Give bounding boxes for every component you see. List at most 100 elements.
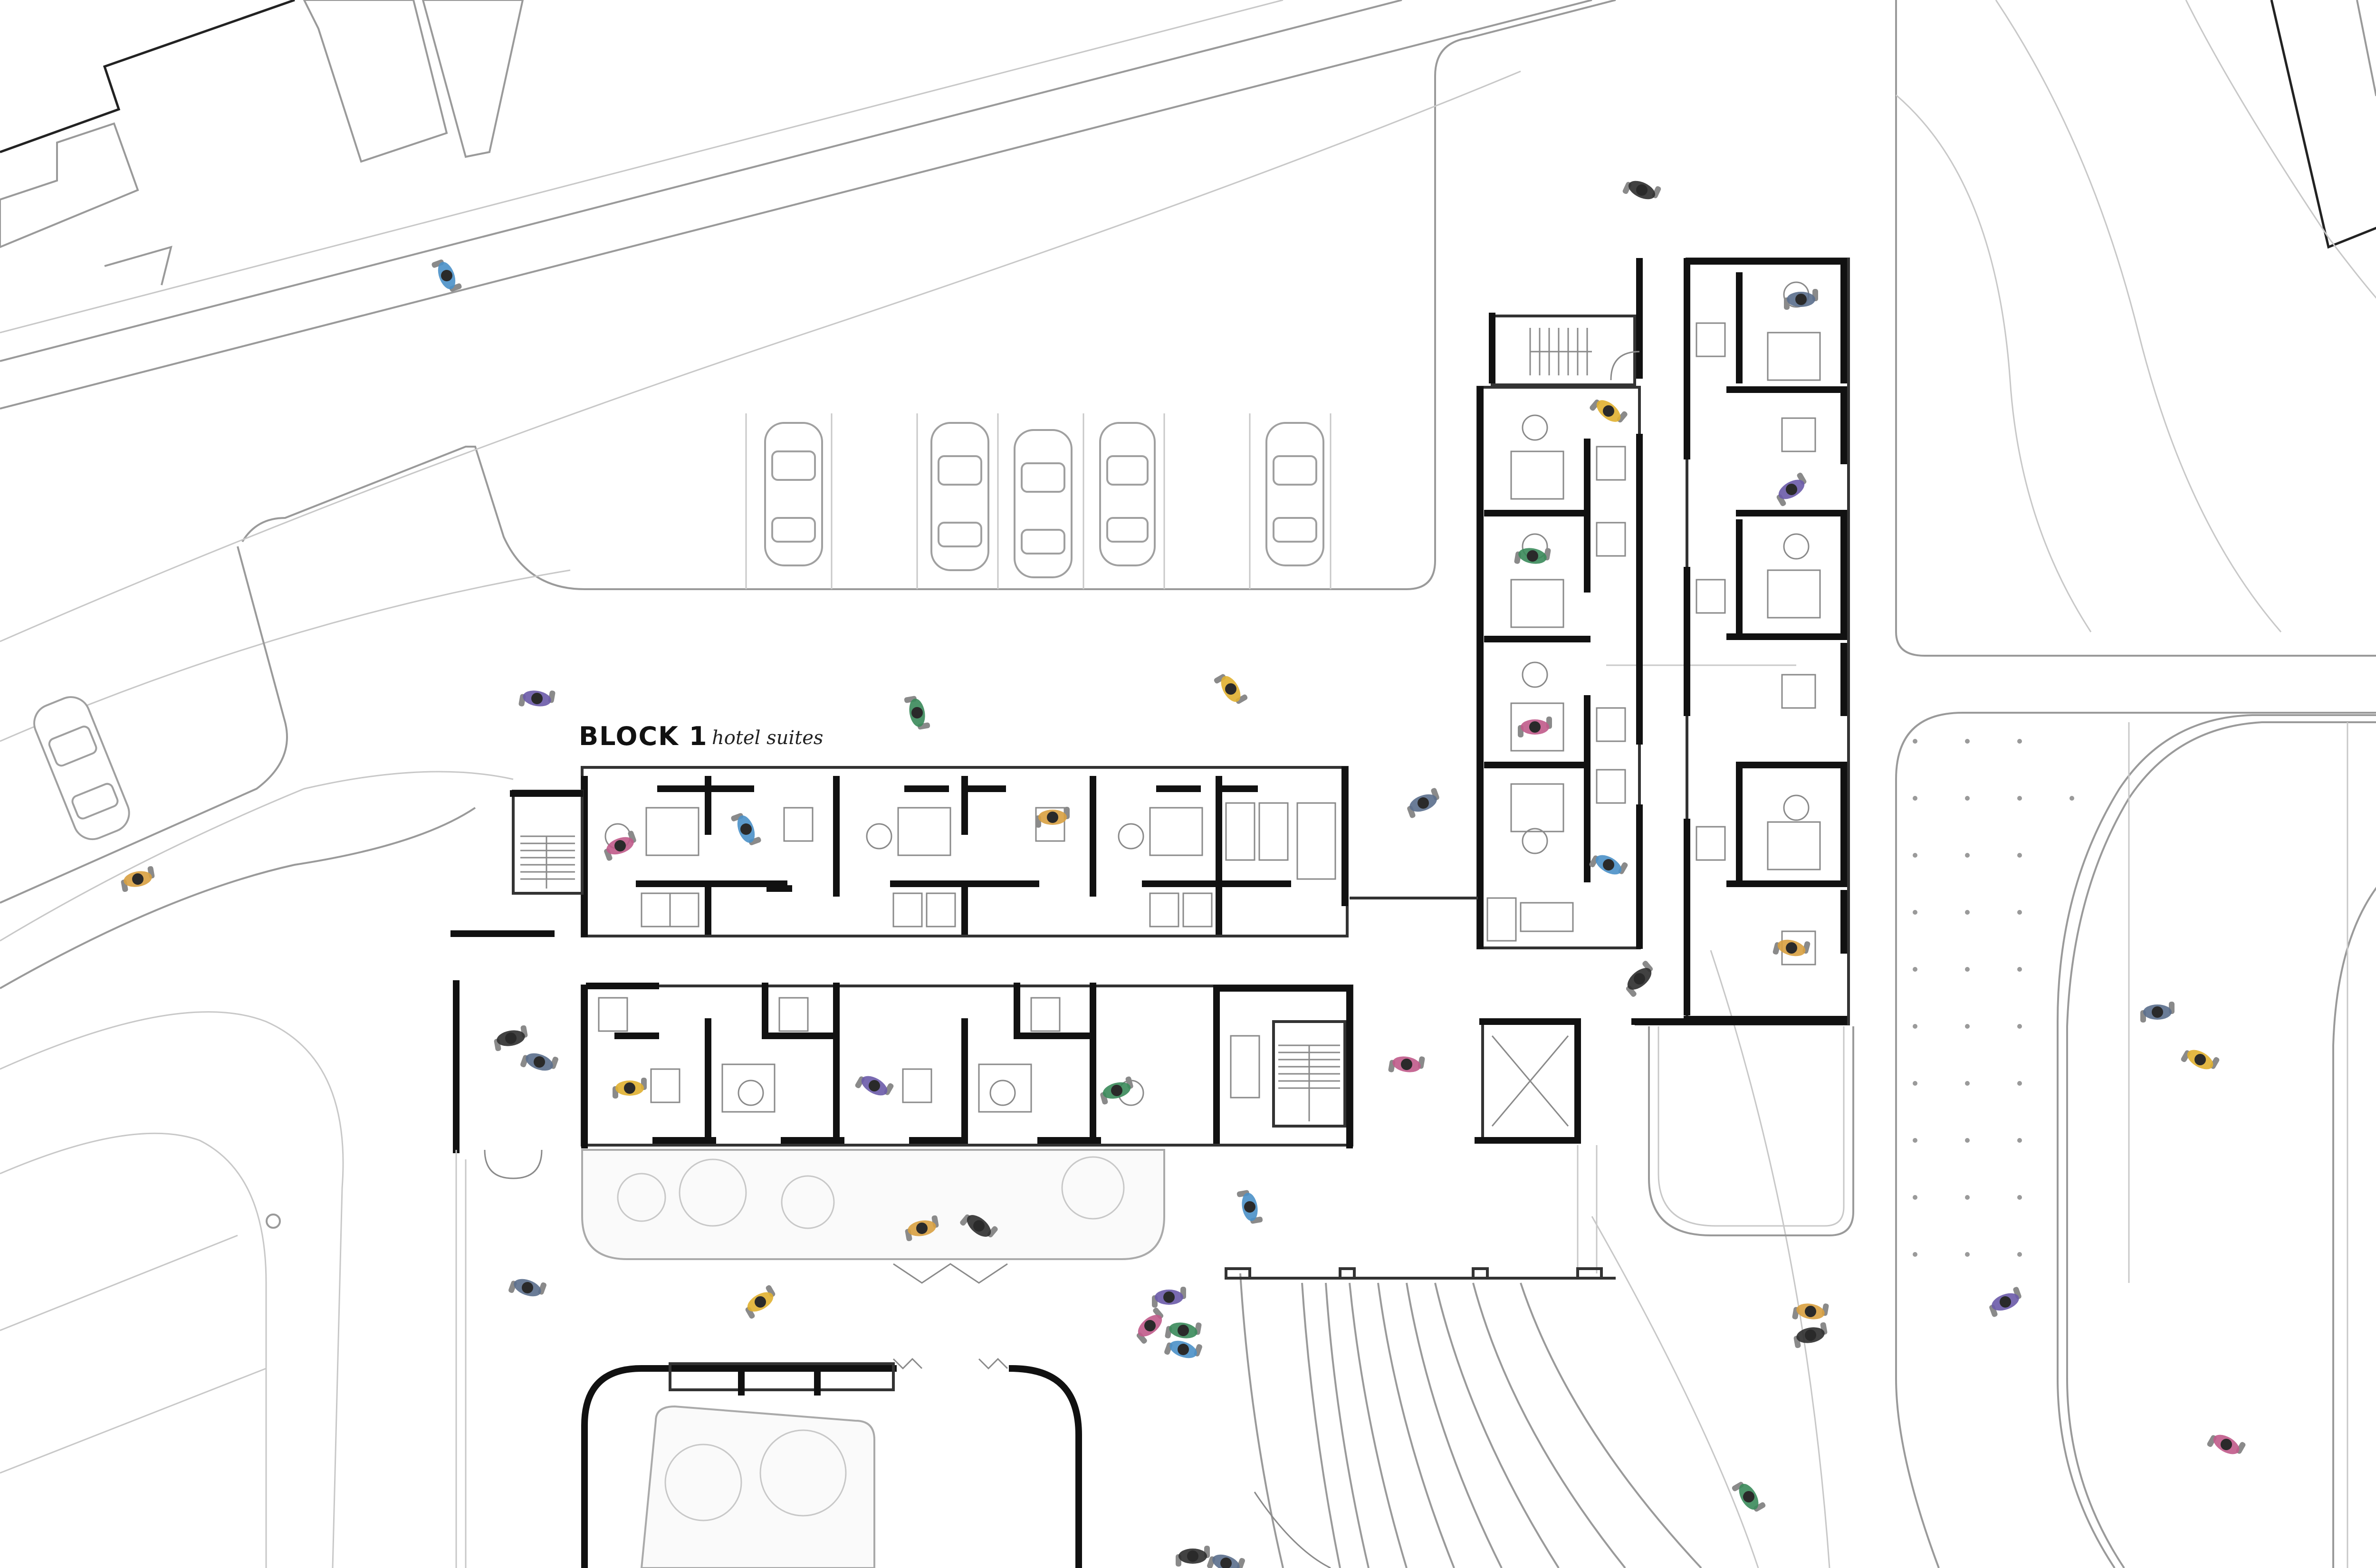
- pavilion-planter: [640, 1405, 875, 1568]
- survey-point: [266, 1214, 281, 1229]
- contour-line: [0, 1132, 267, 1568]
- neighbor-building-lot: [0, 122, 139, 249]
- parked-cars: [33, 422, 1324, 841]
- person-topview-icon: [431, 259, 462, 292]
- neighbor-building-tr: [2270, 0, 2376, 249]
- stair-north: [1491, 315, 1636, 386]
- contour-line: [1591, 1216, 1759, 1568]
- tree-canopy-icon: [617, 1156, 1125, 1229]
- street-centerline: [0, 0, 1284, 334]
- person-topview-icon: [904, 696, 930, 730]
- person-topview-icon: [1164, 1340, 1202, 1358]
- stair-icon: [1272, 1020, 1346, 1128]
- contour-line: [1710, 950, 1830, 1568]
- block-title-main: BLOCK 1: [579, 721, 708, 751]
- person-topview-icon: [905, 1215, 939, 1242]
- door-swing: [1254, 1492, 1331, 1568]
- pavilion-wall-east: [1008, 1365, 1082, 1568]
- bottom-pavilion: [581, 1358, 1331, 1568]
- contour-line: [1995, 0, 2282, 632]
- person-topview-icon: [1776, 472, 1807, 507]
- person-topview-icon: [604, 831, 636, 861]
- car-topview-icon: [930, 422, 989, 571]
- car-topview-icon: [1014, 429, 1073, 578]
- person-topview-icon: [2140, 1002, 2175, 1023]
- road-edge-right-top: [1895, 0, 2376, 657]
- person-topview-icon: [518, 690, 556, 707]
- person-topview-icon: [745, 1285, 776, 1319]
- car-topview-icon: [1099, 422, 1156, 566]
- person-topview-icon: [1732, 1482, 1766, 1512]
- person-topview-icon: [613, 1078, 647, 1099]
- block-1-west-wing: [450, 766, 1353, 1568]
- person-topview-icon: [1793, 1322, 1828, 1348]
- neighbor-building-lot-2: [303, 0, 448, 163]
- person-topview-icon: [1626, 961, 1653, 997]
- person-topview-icon: [1590, 399, 1628, 423]
- door-swing: [484, 1149, 514, 1179]
- road-edge-far-right: [2332, 887, 2376, 1568]
- person-topview-icon: [1589, 855, 1628, 875]
- terrace-lines: [1301, 1282, 1702, 1568]
- dot-grid: [1913, 739, 2074, 1257]
- street-edge-upper-2: [0, 0, 1402, 362]
- person-topview-icon: [1407, 788, 1439, 818]
- furniture: [598, 802, 1336, 1113]
- block-title: BLOCK 1 hotel suites: [579, 721, 823, 751]
- road-edge-left-2: [0, 546, 288, 904]
- people: [121, 181, 2246, 1568]
- neighbor-building-lot-3: [422, 0, 524, 158]
- road-edge-left: [0, 807, 476, 989]
- zigzag-door: [978, 1358, 1008, 1370]
- car-topview-icon: [764, 422, 823, 566]
- contour-line: [1896, 94, 2092, 632]
- street-edge-upper: [0, 0, 1592, 410]
- person-topview-icon: [1214, 674, 1248, 704]
- contour-line: [2185, 0, 2376, 299]
- block-1-east-wing: [1225, 258, 1854, 1280]
- pavilion-wall-west: [581, 1365, 897, 1568]
- person-topview-icon: [1622, 181, 1661, 200]
- person-topview-icon: [1236, 1190, 1263, 1224]
- median-edge: [2057, 714, 2376, 1568]
- person-topview-icon: [2207, 1434, 2246, 1454]
- contour-line: [0, 771, 514, 942]
- person-topview-icon: [1989, 1287, 2022, 1317]
- road-edge-right: [1895, 712, 2376, 1568]
- ramp-edge: [1239, 1273, 1284, 1568]
- lot-edge: [104, 246, 172, 286]
- person-topview-icon: [1136, 1308, 1164, 1344]
- folding-door: [893, 1263, 1008, 1284]
- block-title-sub: hotel suites: [712, 727, 823, 749]
- person-topview-icon: [1207, 1554, 1245, 1568]
- zigzag-door: [892, 1358, 923, 1370]
- person-topview-icon: [2181, 1050, 2220, 1070]
- lot-line: [0, 1234, 238, 1331]
- contour-line: [0, 1011, 344, 1568]
- planter-bed: [581, 1149, 1165, 1260]
- tree-canopy-icon: [664, 1429, 847, 1521]
- person-topview-icon: [855, 1076, 894, 1096]
- median-edge-2: [2066, 721, 2376, 1568]
- person-topview-icon: [1100, 1076, 1133, 1105]
- person-topview-icon: [494, 1025, 528, 1052]
- contour-line: [0, 70, 1521, 642]
- person-topview-icon: [1792, 1303, 1829, 1319]
- door-swing: [513, 1149, 543, 1179]
- person-topview-icon: [1518, 717, 1552, 737]
- person-topview-icon: [960, 1214, 998, 1238]
- person-topview-icon: [508, 1279, 546, 1297]
- neighbor-building-tr-2: [2356, 0, 2376, 96]
- car-topview-icon: [33, 696, 130, 841]
- stair-icon: [1529, 328, 1592, 375]
- neighbor-building-outline: [0, 0, 295, 153]
- person-topview-icon: [1784, 289, 1818, 310]
- parking-lot-edge: [241, 0, 1616, 590]
- person-topview-icon: [121, 866, 155, 892]
- person-topview-icon: [731, 813, 761, 845]
- person-topview-icon: [1772, 939, 1811, 956]
- person-topview-icon: [1035, 807, 1070, 828]
- stair-west: [512, 790, 584, 895]
